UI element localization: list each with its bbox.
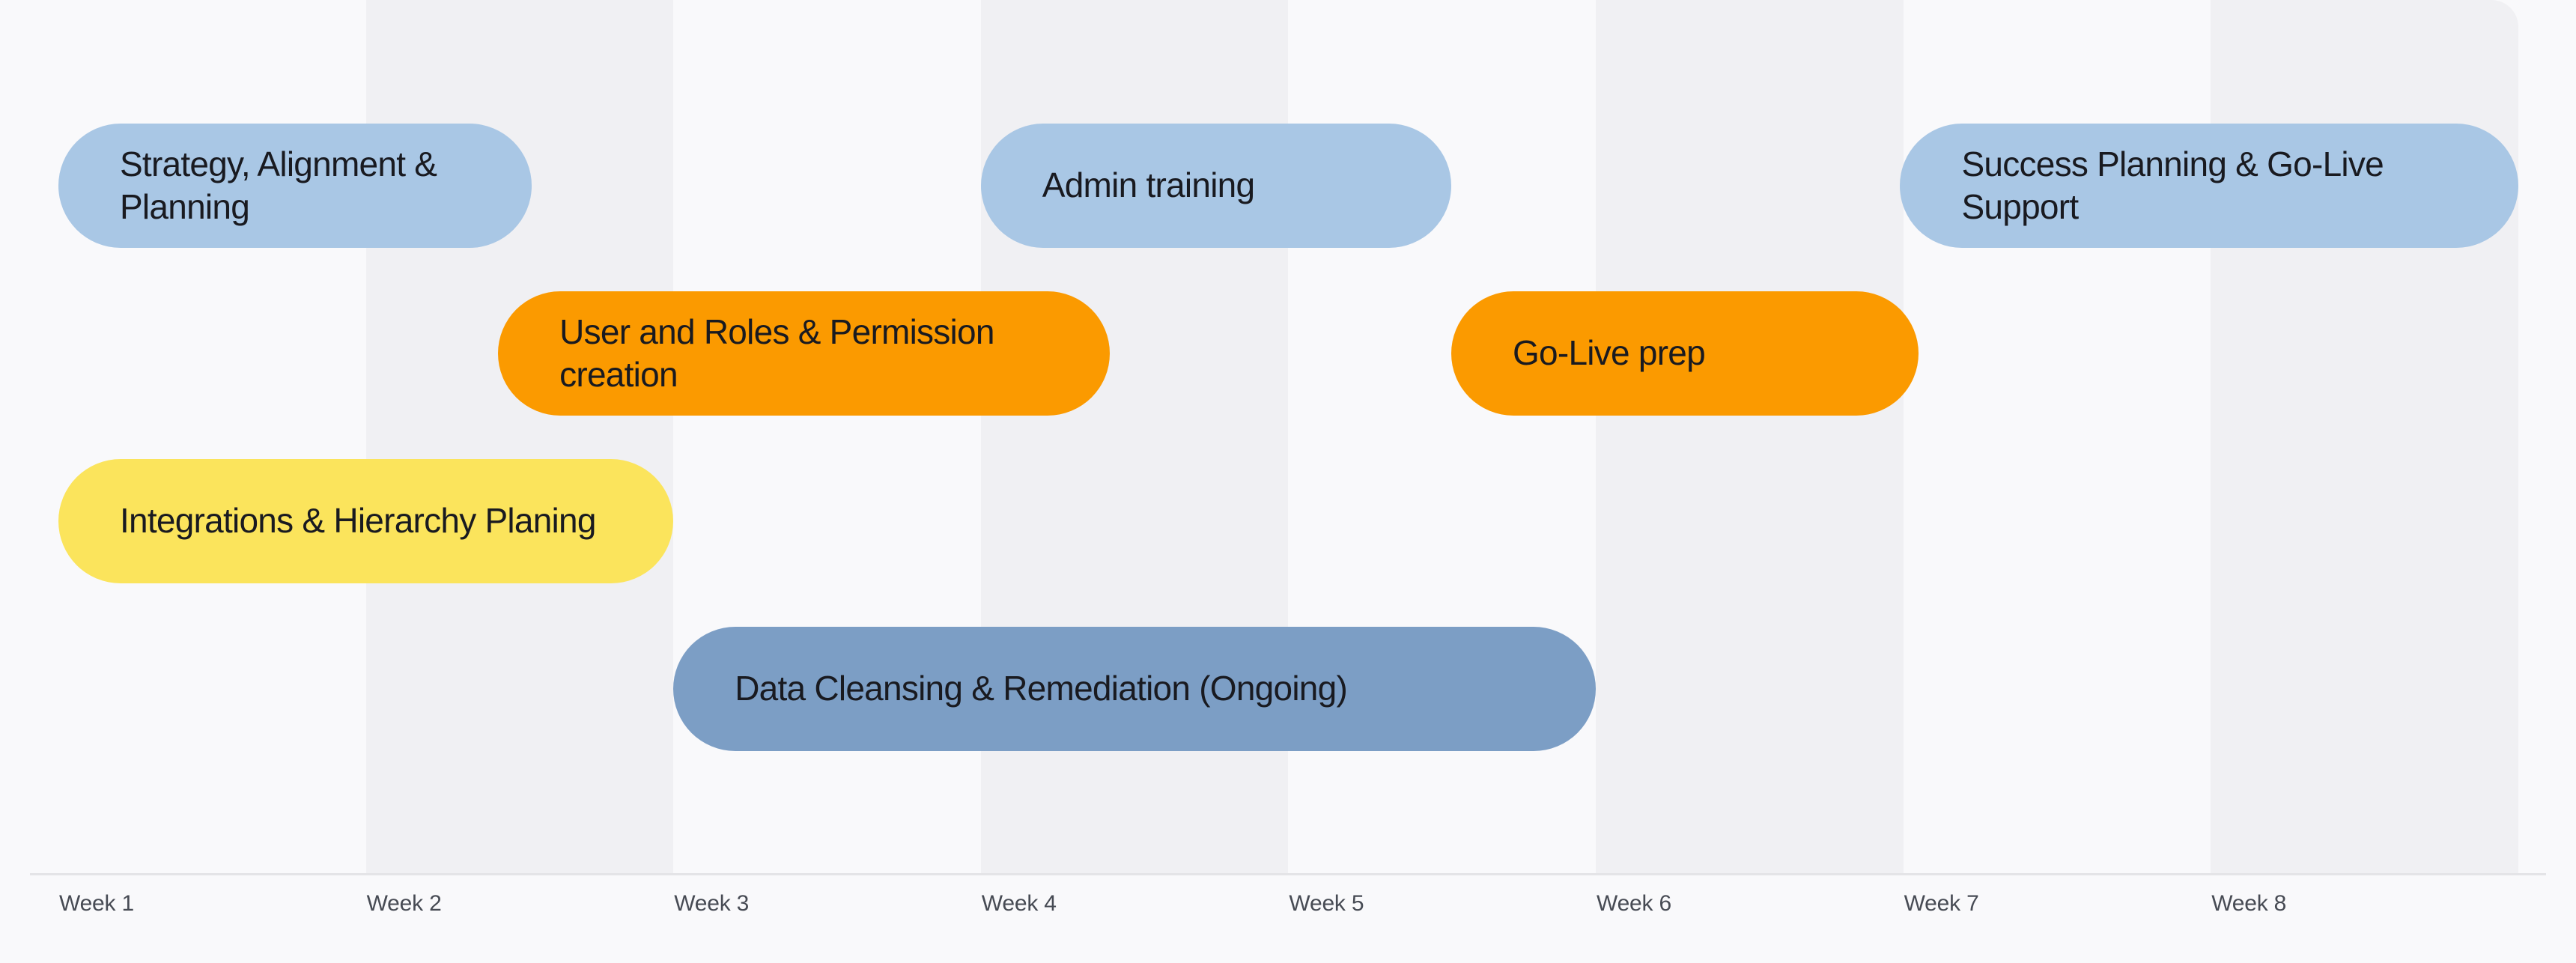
week-axis-label-1: Week 1 — [59, 891, 134, 916]
week-axis-label-6: Week 6 — [1597, 891, 1671, 916]
week-axis-label-3: Week 3 — [674, 891, 750, 916]
task-bar-data-cleansing-remediation[interactable]: Data Cleansing & Remediation (Ongoing) — [673, 627, 1596, 751]
week-axis-label-5: Week 5 — [1289, 891, 1364, 916]
week-axis-label-7: Week 7 — [1904, 891, 1979, 916]
task-bar-go-live-prep[interactable]: Go-Live prep — [1451, 291, 1919, 416]
task-bar-label: Data Cleansing & Remediation (Ongoing) — [735, 669, 1348, 708]
task-bar-label: Admin training — [1042, 165, 1255, 205]
week-axis-line — [30, 873, 2546, 875]
task-bar-integrations-hierarchy-planing[interactable]: Integrations & Hierarchy Planing — [58, 459, 674, 583]
week-axis-label-4: Week 4 — [981, 891, 1057, 916]
task-bar-label: Strategy, Alignment & Planning — [120, 144, 437, 226]
task-bar-user-and-roles-permission-creation[interactable]: User and Roles & Permission creation — [498, 291, 1111, 416]
week-axis-label-2: Week 2 — [366, 891, 442, 916]
task-bar-success-planning-go-live-support[interactable]: Success Planning & Go-Live Support — [1900, 124, 2518, 248]
task-bar-strategy-alignment-planning[interactable]: Strategy, Alignment & Planning — [58, 124, 532, 248]
task-bar-label: Success Planning & Go-Live Support — [1961, 144, 2384, 226]
task-bar-admin-training[interactable]: Admin training — [980, 124, 1451, 248]
week-column-stripe-6 — [1596, 0, 1904, 874]
task-bar-label: User and Roles & Permission creation — [559, 312, 994, 394]
week-axis-label-8: Week 8 — [2211, 891, 2287, 916]
task-bar-label: Go-Live prep — [1513, 333, 1706, 373]
task-bar-label: Integrations & Hierarchy Planing — [120, 501, 596, 541]
